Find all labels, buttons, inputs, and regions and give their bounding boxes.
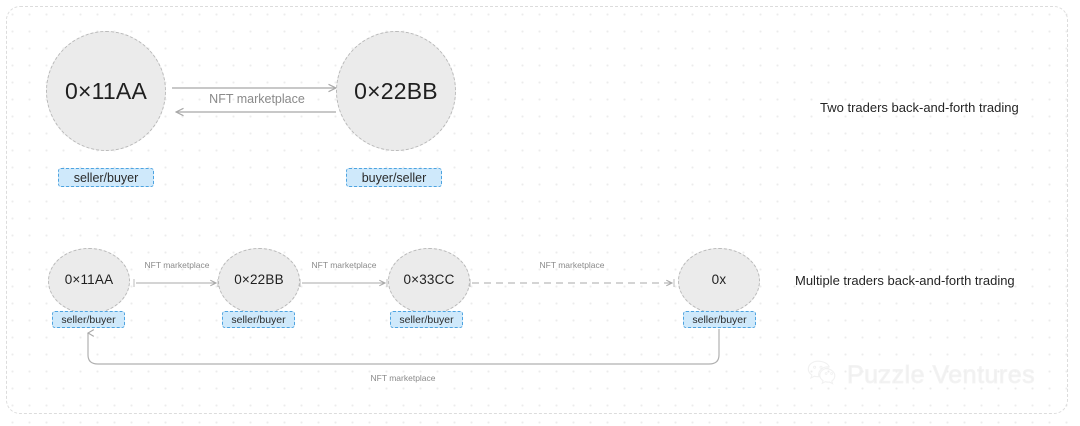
watermark-text: Puzzle Ventures [847, 360, 1036, 389]
badge-label: seller/buyer [692, 313, 747, 326]
badge-label: seller/buyer [231, 313, 286, 326]
badge-label: seller/buyer [61, 313, 116, 326]
node-label: 0×33CC [403, 271, 455, 287]
badge-seller-buyer-m3: seller/buyer [390, 311, 463, 328]
node-label: 0×22BB [234, 271, 284, 287]
node-circle-m-0x[interactable]: 0x [678, 248, 760, 314]
node-circle-m-0x22BB[interactable]: 0×22BB [218, 248, 300, 314]
caption-multiple-traders: Multiple traders back-and-forth trading [795, 273, 1015, 288]
badge-seller-buyer-0x11AA: seller/buyer [58, 168, 154, 187]
edge-loop-back-m4-to-m1 [86, 329, 720, 365]
node-label: 0×11AA [65, 77, 147, 104]
edge-label-nft-m3-m4: NFT marketplace [539, 260, 605, 270]
badge-buyer-seller-0x22BB: buyer/seller [346, 168, 442, 187]
node-circle-0x22BB[interactable]: 0×22BB [336, 31, 456, 151]
badge-label: seller/buyer [399, 313, 454, 326]
watermark: Puzzle Ventures [806, 358, 1035, 392]
edge-label-nft-m1-m2: NFT marketplace [144, 260, 210, 270]
edge-label-nft-loop-back: NFT marketplace [370, 373, 436, 383]
badge-label: buyer/seller [361, 170, 427, 185]
edge-label-nft-marketplace-top: NFT marketplace [209, 92, 305, 106]
badge-seller-buyer-m2: seller/buyer [222, 311, 295, 328]
badge-seller-buyer-m4: seller/buyer [683, 311, 756, 328]
badge-label: seller/buyer [73, 170, 139, 185]
node-circle-m-0x11AA[interactable]: 0×11AA [48, 248, 130, 314]
node-circle-m-0x33CC[interactable]: 0×33CC [388, 248, 470, 314]
diagram-frame-border [6, 6, 1068, 414]
caption-two-traders: Two traders back-and-forth trading [820, 100, 1019, 115]
wechat-logo-icon [806, 358, 840, 392]
node-label: 0×22BB [354, 77, 438, 104]
node-label: 0×11AA [64, 271, 114, 287]
badge-seller-buyer-m1: seller/buyer [52, 311, 125, 328]
edge-label-nft-m2-m3: NFT marketplace [311, 260, 377, 270]
node-label: 0x [711, 271, 727, 287]
node-circle-0x11AA[interactable]: 0×11AA [46, 31, 166, 151]
